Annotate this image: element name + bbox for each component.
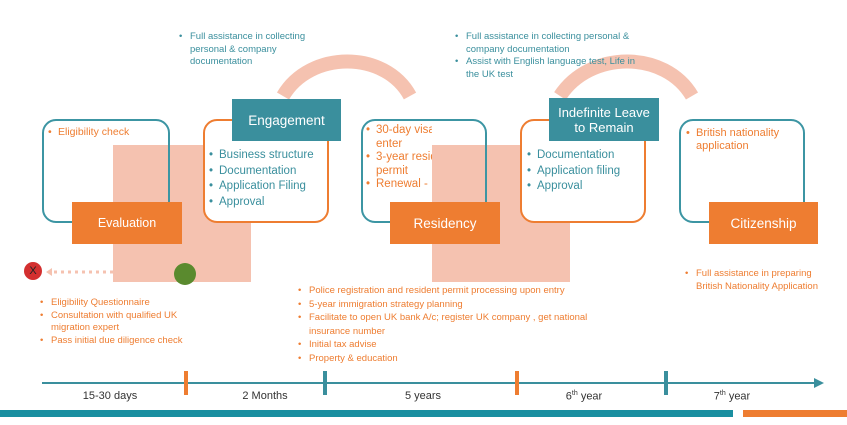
note-item: Full assistance in preparing British Nat… xyxy=(683,268,833,293)
evaluation-bottom-note: Eligibility Questionnaire Consultation w… xyxy=(38,297,188,347)
note-item: Pass initial due diligence check xyxy=(38,335,188,348)
evaluation-label: Evaluation xyxy=(97,216,157,230)
note-item: Consultation with qualified UK migration… xyxy=(38,310,188,335)
evaluation-item: Eligibility check xyxy=(48,126,129,138)
timeline-label: 15-30 days xyxy=(82,390,138,402)
note-item: Full assistance in collecting personal &… xyxy=(177,31,327,69)
engagement-top-note: Full assistance in collecting personal &… xyxy=(177,31,327,69)
timeline-tick xyxy=(515,371,519,395)
timeline-tick xyxy=(323,371,327,395)
engagement-item: Documentation xyxy=(209,164,314,180)
citizenship-list: British nationality application xyxy=(686,127,796,153)
ilr-item: Application filing xyxy=(527,164,620,180)
citizenship-label: Citizenship xyxy=(730,215,797,231)
engagement-item: Application Filing xyxy=(209,179,314,195)
residency-box[interactable]: Residency xyxy=(390,202,500,244)
note-item: Eligibility Questionnaire xyxy=(38,297,188,310)
timeline-tick xyxy=(664,371,668,395)
timeline-label: 5 years xyxy=(404,390,442,402)
reject-icon-label: X xyxy=(29,265,37,277)
citizenship-box[interactable]: Citizenship xyxy=(709,202,818,244)
status-dot-icon xyxy=(174,263,196,285)
evaluation-box[interactable]: Evaluation xyxy=(72,202,182,244)
residency-item: 30-day visa to enter xyxy=(366,124,432,151)
engagement-label: Engagement xyxy=(248,112,325,128)
engagement-item: Approval xyxy=(209,195,314,211)
evaluation-list: Eligibility check xyxy=(48,126,129,138)
ilr-label: Indefinite Leave to Remain xyxy=(558,104,650,135)
residency-label: Residency xyxy=(413,215,477,231)
residency-list-clip: 30-day visa to enter 3-year residence pe… xyxy=(366,124,432,202)
engagement-list: Business structure Documentation Applica… xyxy=(209,148,314,210)
note-item: Assist with English language test, Life … xyxy=(453,56,643,81)
residency-item: Renewal - xyxy=(366,178,432,192)
engagement-item: Business structure xyxy=(209,148,314,164)
timeline-label: 2 Months xyxy=(242,390,288,402)
residency-bottom-note: Police registration and resident permit … xyxy=(296,284,626,365)
note-item: Property & education xyxy=(296,352,626,366)
reject-icon: X xyxy=(24,262,42,280)
note-item: Full assistance in collecting personal &… xyxy=(453,31,643,56)
dotted-arrow xyxy=(46,268,114,276)
timeline-tick xyxy=(184,371,188,395)
ilr-top-note: Full assistance in collecting personal &… xyxy=(453,31,643,81)
citizenship-item: British nationality application xyxy=(686,127,796,153)
note-item: Initial tax advise xyxy=(296,338,626,352)
residency-item: 3-year residence permit xyxy=(366,151,432,178)
timeline-label-7th-year: 7th year xyxy=(713,390,751,403)
engagement-box[interactable]: Engagement xyxy=(232,99,341,141)
note-item: Facilitate to open UK bank A/c; register… xyxy=(296,311,626,338)
note-item: Police registration and resident permit … xyxy=(296,284,626,298)
ilr-list: Documentation Application filing Approva… xyxy=(527,148,620,195)
timeline-label-6th-year: 6th year xyxy=(565,390,603,403)
ilr-box[interactable]: Indefinite Leave to Remain xyxy=(549,98,659,141)
footer-bar-teal xyxy=(0,410,733,417)
residency-list: 30-day visa to enter 3-year residence pe… xyxy=(366,124,432,192)
ilr-item: Documentation xyxy=(527,148,620,164)
footer-bar-orange xyxy=(743,410,847,417)
ilr-item: Approval xyxy=(527,179,620,195)
citizenship-bottom-note: Full assistance in preparing British Nat… xyxy=(683,268,833,293)
note-item: 5-year immigration strategy planning xyxy=(296,298,626,312)
